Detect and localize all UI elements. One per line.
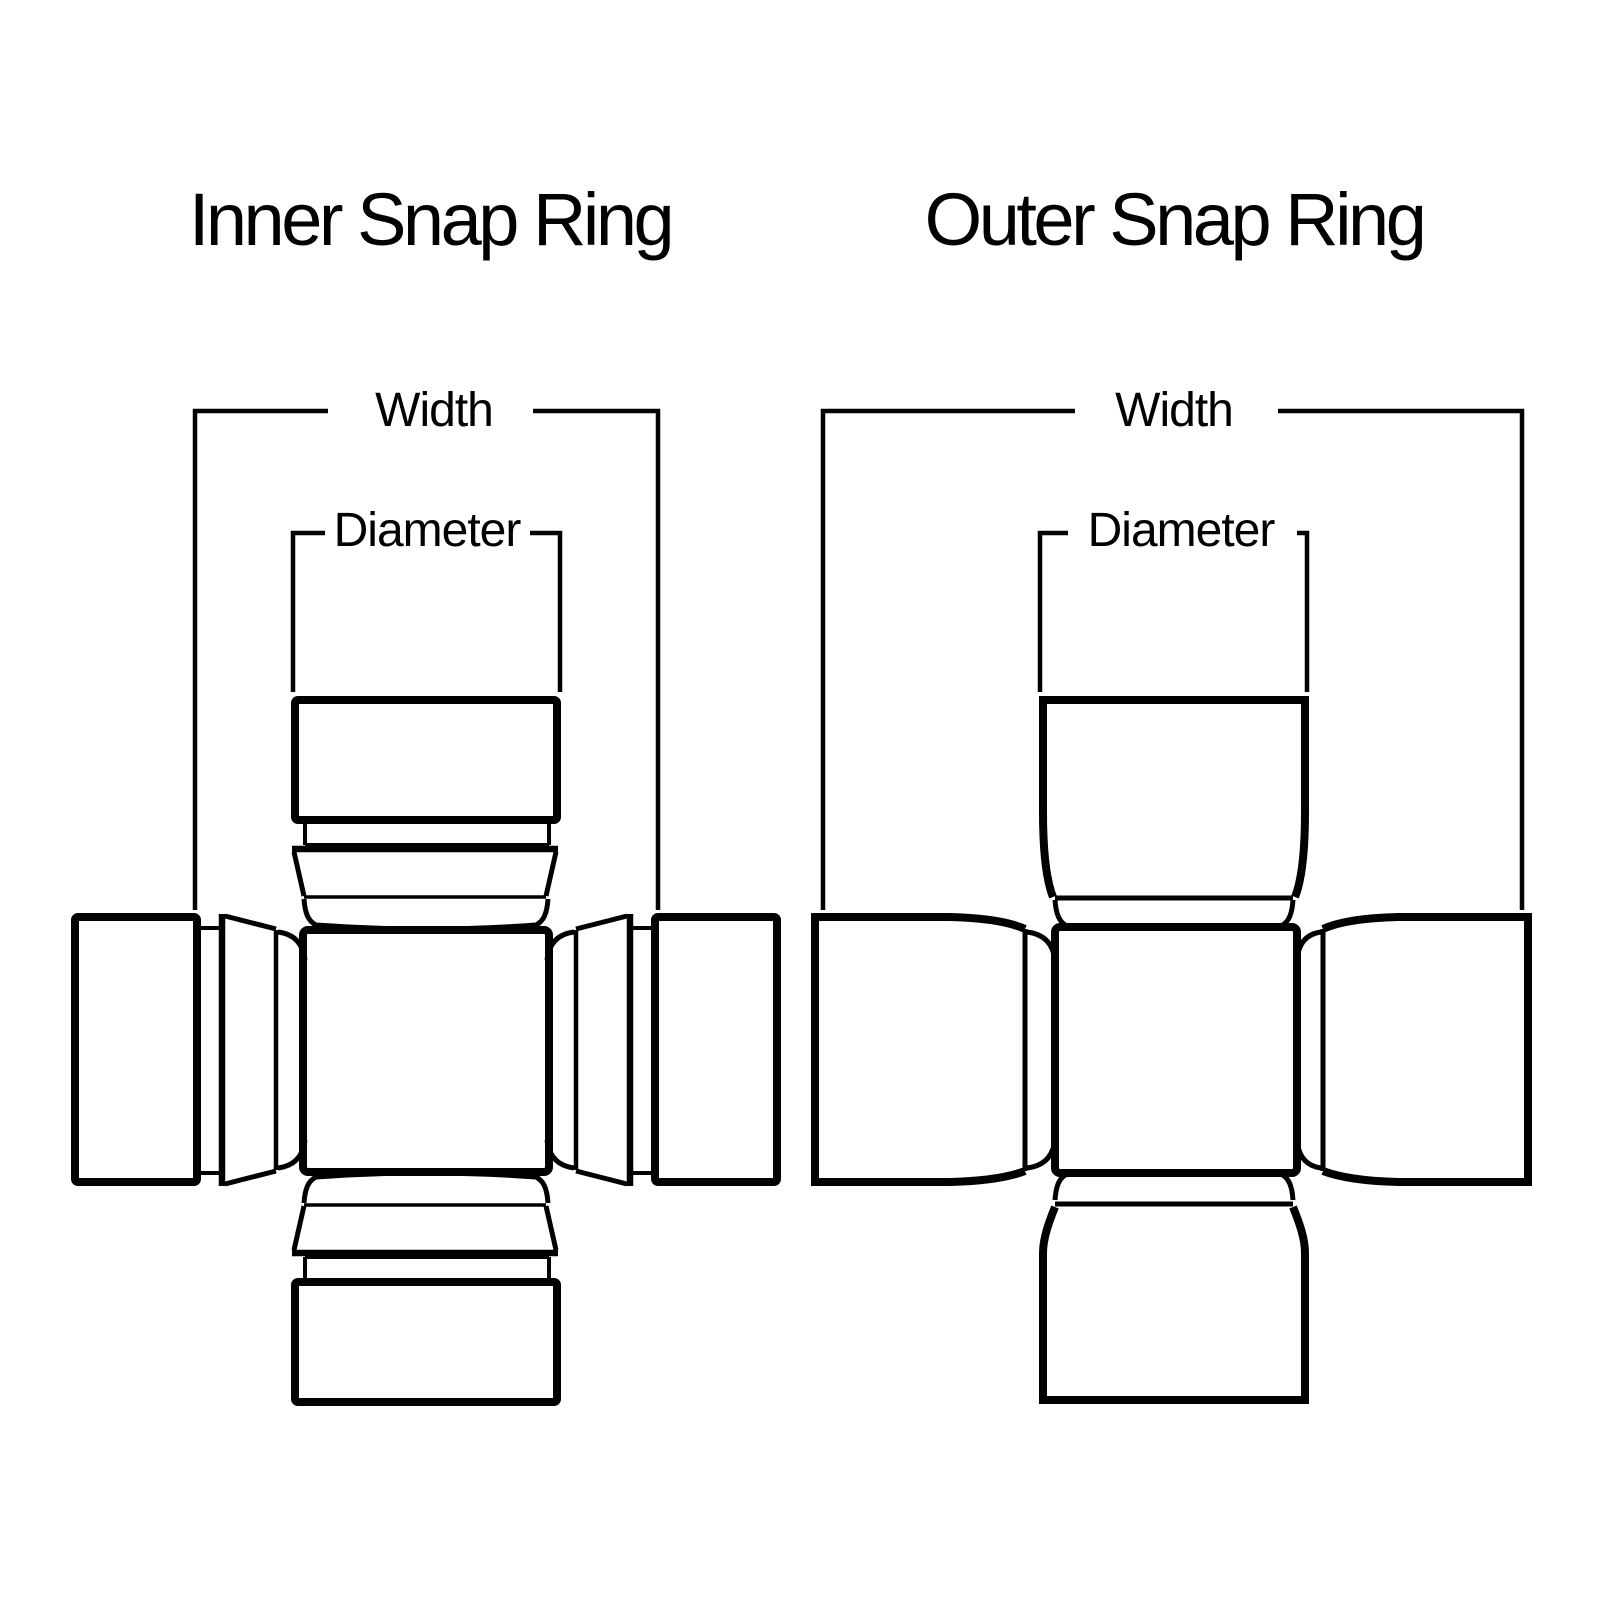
left-arm-inner: [71, 913, 279, 1187]
right-arm-inner: [573, 913, 781, 1187]
diameter-label-outer: Diameter: [1081, 507, 1281, 555]
figure-inner-snap-ring: [71, 408, 781, 1406]
diameter-bracket-outer: [1037, 530, 1310, 692]
left-arm-outer: [811, 913, 1028, 1186]
cross-body-outer: [1026, 923, 1322, 1177]
top-arm-outer: [1039, 696, 1309, 929]
cross-body-inner: [277, 926, 575, 1176]
bottom-arm-outer: [1039, 1171, 1309, 1404]
figure-outer-snap-ring: [811, 408, 1532, 1404]
title-outer-snap-ring: Outer Snap Ring: [924, 178, 1427, 261]
diameter-bracket-inner: [290, 530, 563, 692]
top-arm-inner: [291, 696, 561, 932]
width-bracket-outer: [820, 408, 1525, 910]
width-label-outer: Width: [1109, 387, 1239, 435]
title-inner-snap-ring: Inner Snap Ring: [188, 178, 675, 261]
diameter-label-inner: Diameter: [327, 507, 527, 555]
right-arm-outer: [1320, 913, 1532, 1186]
width-bracket-inner: [192, 408, 661, 910]
bottom-arm-inner: [291, 1170, 561, 1406]
width-label-inner: Width: [369, 387, 499, 435]
